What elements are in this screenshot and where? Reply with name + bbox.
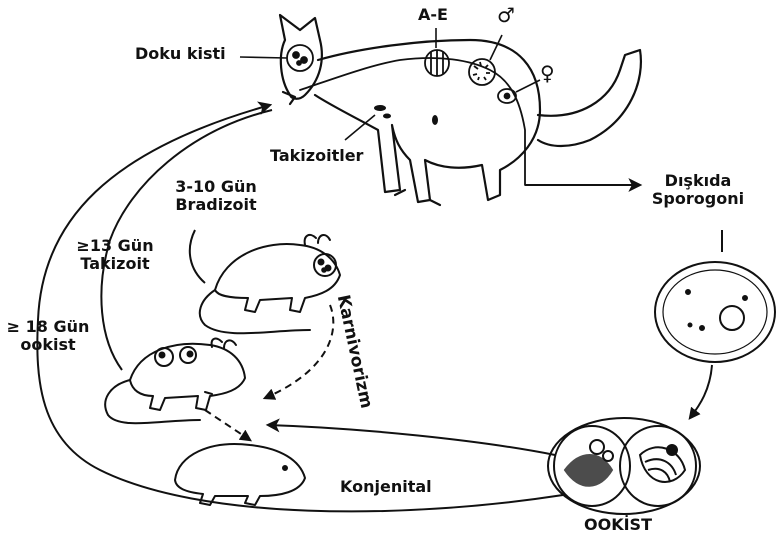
diskida-sporogoni-label: Dışkıda Sporogoni (648, 172, 748, 209)
takizoitler-leader (345, 115, 375, 140)
doku-kisti-label: Doku kisti (135, 45, 226, 63)
ookist-days: ≥ 18 Gün (2, 318, 94, 336)
takizoit-text: Takizoit (70, 255, 160, 273)
macrogamont-icon (498, 89, 516, 103)
ookist-label: ≥ 18 Gün ookist (2, 318, 94, 355)
female-symbol: ♀ (540, 62, 555, 85)
cat-illustration (280, 15, 641, 205)
oocyst-ingestion-arrow (37, 105, 563, 511)
tissue-cyst-icon (287, 45, 313, 71)
mouse-congenital-illustration (175, 444, 305, 505)
konjenital-label: Konjenital (340, 478, 432, 496)
sporogoni-text: Sporogoni (648, 190, 748, 208)
bradizoit-label: 3-10 Gün Bradizoit (166, 178, 266, 215)
male-symbol: ♂ (497, 4, 515, 27)
unsporulated-oocyst-icon (655, 230, 775, 362)
sporulated-oocyst-icon (548, 418, 700, 514)
enteric-stages-a-e-icon (425, 50, 449, 76)
bradizoit-text: Bradizoit (166, 196, 266, 214)
takizoitler-label: Takizoitler (270, 147, 363, 165)
bradizoit-days: 3-10 Gün (166, 178, 266, 196)
bradizoit-arrow (190, 230, 205, 283)
congenital-dashed-arrow (205, 410, 250, 440)
microgamont-icon (469, 59, 495, 85)
takizoit-days: ≥13 Gün (70, 237, 160, 255)
ookist-caps-label: OOKİST (584, 516, 652, 534)
male-leader (490, 35, 502, 60)
konjenital-arrow (268, 425, 555, 455)
tachyzoite-markings (374, 105, 438, 125)
diskida-text: Dışkıda (648, 172, 748, 190)
takizoit-label: ≥13 Gün Takizoit (70, 237, 160, 274)
carnivorism-arrow (265, 305, 333, 398)
sporogony-arrow (690, 365, 712, 418)
mouse-tachyzoite-illustration (105, 339, 245, 424)
a-e-label: A-E (418, 6, 448, 24)
ookist-text: ookist (2, 336, 94, 354)
doku-kisti-leader (240, 57, 287, 58)
mouse-bradyzoite-illustration (200, 235, 340, 333)
